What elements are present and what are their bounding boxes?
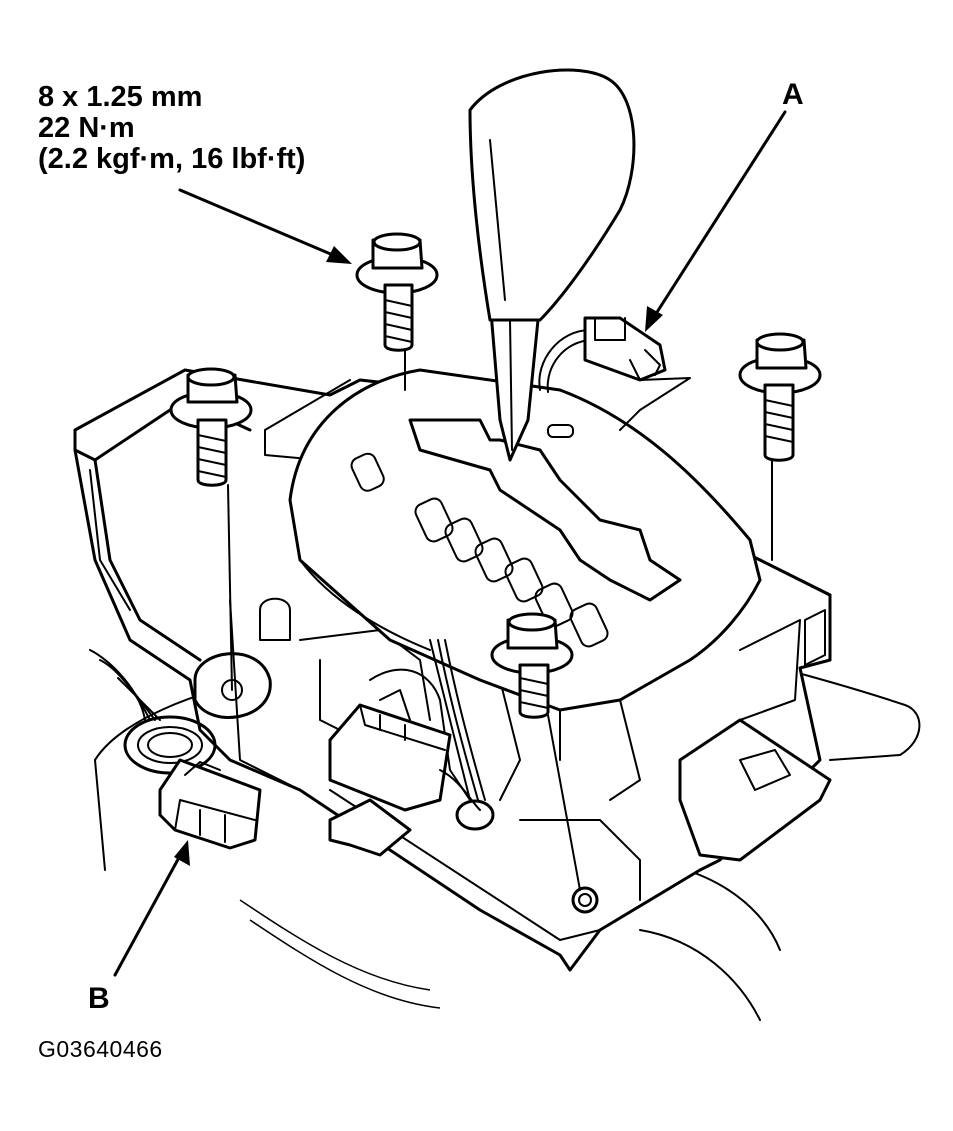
- torque-spec: 8 x 1.25 mm 22 N·m (2.2 kgf·m, 16 lbf·ft…: [38, 82, 305, 175]
- connector-b: [89, 649, 262, 850]
- gate-cover: [288, 368, 762, 801]
- callout-b-label: B: [88, 982, 110, 1015]
- harness-connector: [328, 639, 495, 831]
- torque-newton-meter-label: 22 N·m: [38, 112, 135, 144]
- bolt-right: [738, 332, 822, 561]
- callout-b-leader-arrow: [113, 840, 190, 977]
- bolt-size-label: 8 x 1.25 mm: [38, 81, 203, 113]
- shift-lever: [488, 298, 542, 462]
- connector-a: [538, 316, 691, 431]
- callout-a-label: A: [782, 78, 804, 111]
- callout-a-leader-arrow: [645, 110, 787, 332]
- bolt-center: [490, 612, 581, 891]
- spec-leader-arrow: [178, 188, 352, 264]
- shift-knob: [468, 68, 636, 322]
- figure-id: G03640466: [38, 1036, 163, 1062]
- torque-alt-units-label: (2.2 kgf·m, 16 lbf·ft): [38, 143, 306, 175]
- bolt-left: [169, 367, 253, 691]
- bolt-upper-left: [355, 232, 439, 391]
